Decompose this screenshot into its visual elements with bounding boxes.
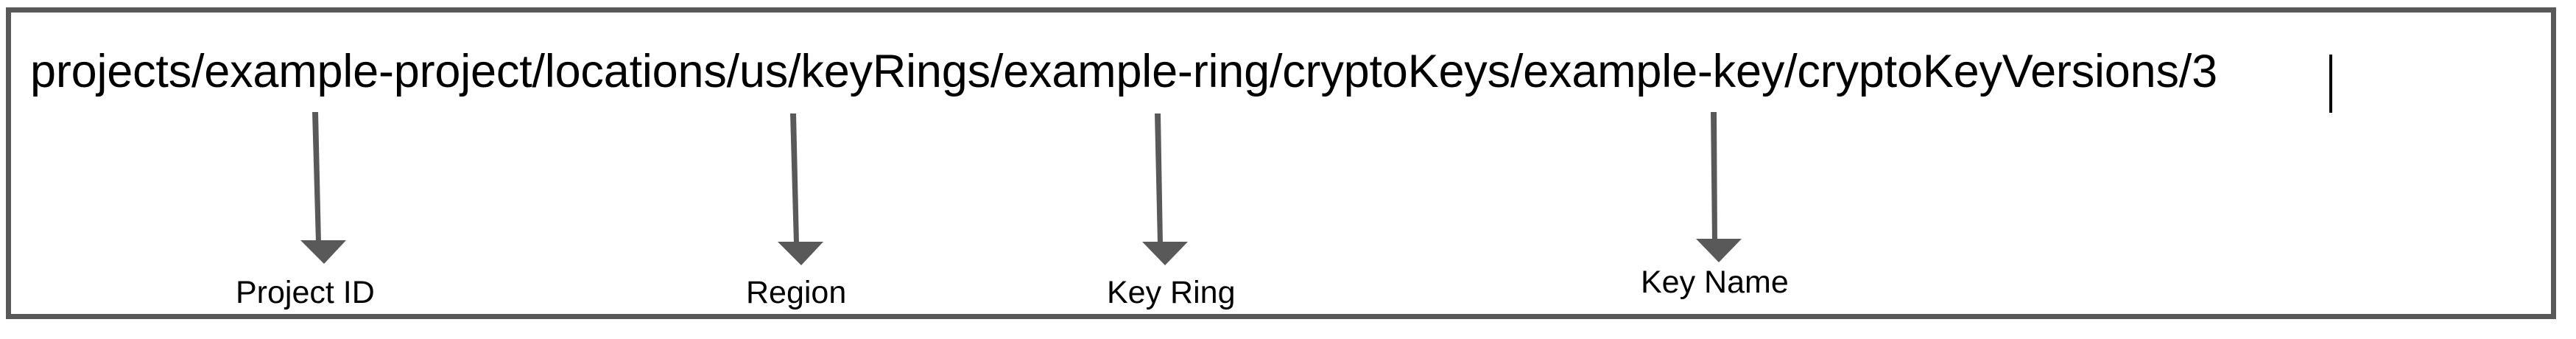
annotation-label-key-name: Key Name	[1641, 265, 1789, 300]
annotation-label-key-ring: Key Ring	[1107, 275, 1236, 310]
resource-path-text[interactable]: projects/example-project/locations/us/ke…	[30, 46, 2217, 97]
annotation-label-region: Region	[746, 275, 847, 310]
annotation-label-project-id: Project ID	[236, 275, 375, 310]
path-field-frame: projects/example-project/locations/us/ke…	[6, 7, 2556, 319]
text-caret	[2329, 55, 2332, 113]
